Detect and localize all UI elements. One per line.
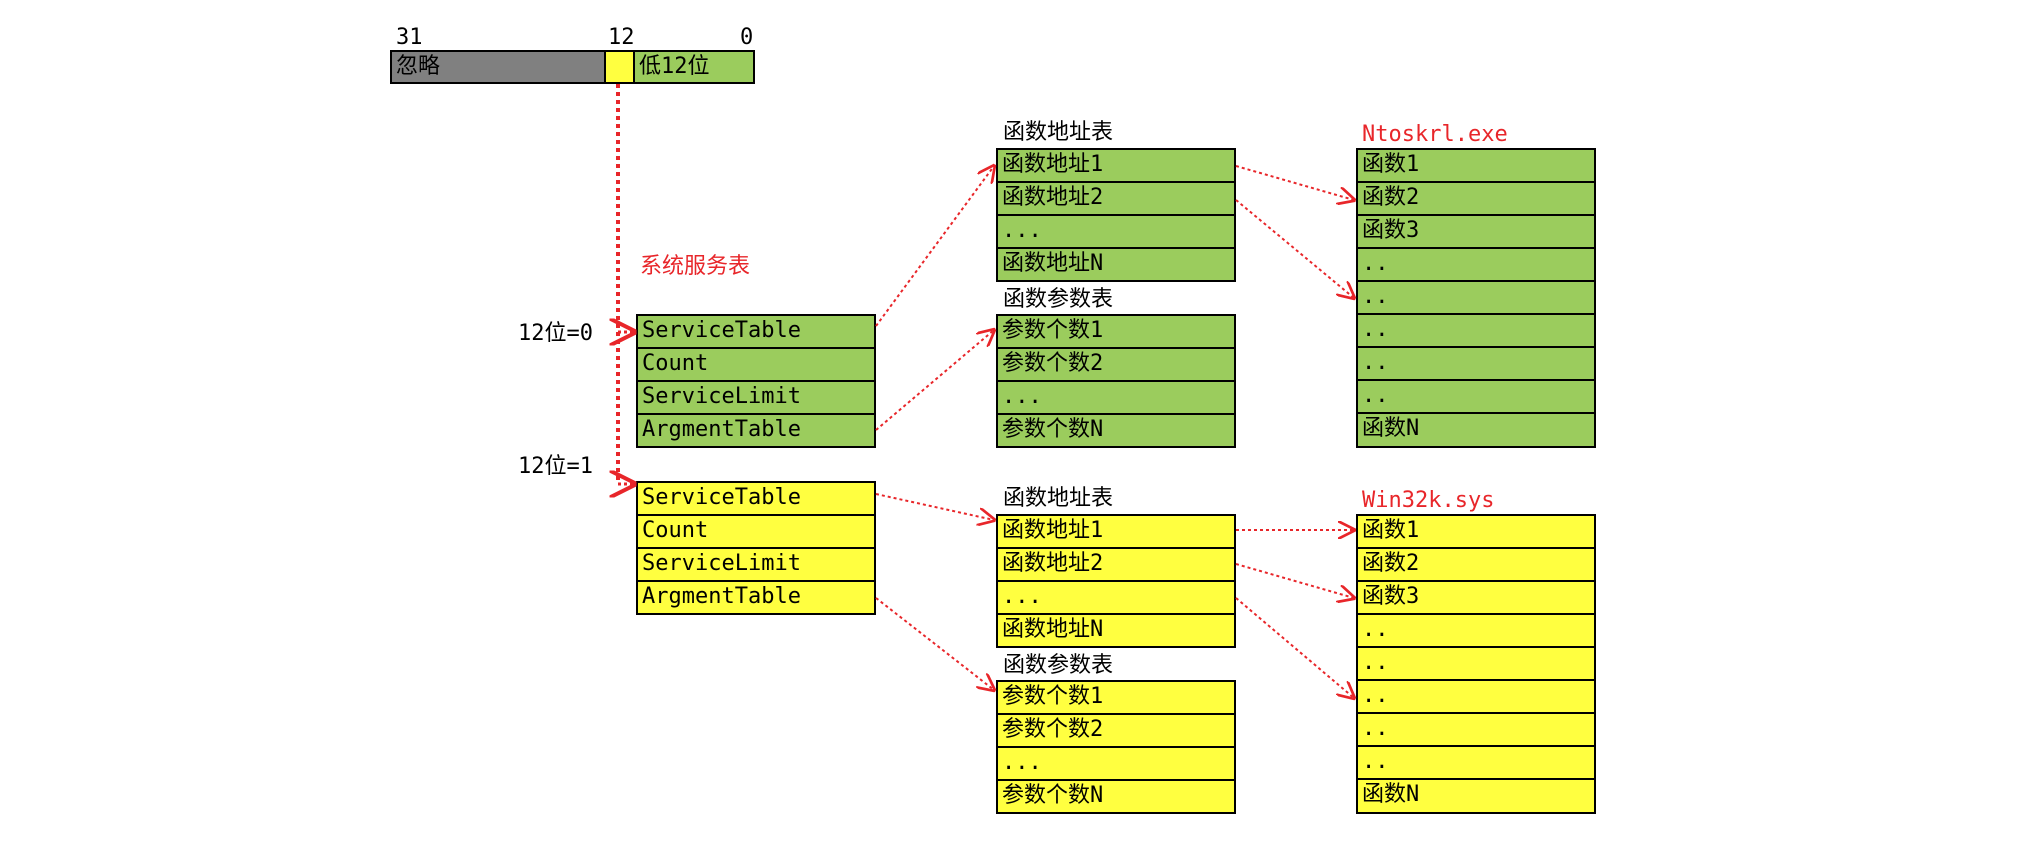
arrow-win32k-func3 — [1235, 597, 1354, 698]
arrow-sst1-argmenttable — [875, 597, 994, 690]
arrow-ntos-func1 — [1235, 165, 1354, 200]
bit-0-label: 0 — [740, 25, 754, 50]
func-addr-table-title-1: 函数地址表 — [1003, 486, 1114, 511]
func-addr-row: 函数地址N — [996, 247, 1236, 282]
arrow-ntos-func2 — [1235, 199, 1354, 298]
sst1-row: ServiceTable — [636, 481, 876, 516]
arrow-sst0-argmenttable — [875, 330, 994, 431]
win32k-title: Win32k.sys — [1362, 488, 1495, 513]
sst0-row: Count — [636, 347, 876, 382]
bit12-eq1-label: 12位=1 — [518, 454, 593, 479]
bit-12-label: 12 — [608, 25, 635, 50]
sst0-row: ServiceTable — [636, 314, 876, 349]
sst0-row: ArgmentTable — [636, 413, 876, 448]
ntoskrl-title: Ntoskrl.exe — [1362, 122, 1508, 147]
param-table-title-1: 函数参数表 — [1003, 653, 1114, 678]
param-row: 参数个数1 — [996, 314, 1236, 349]
ntos-func-row: 函数3 — [1356, 214, 1596, 249]
func-addr-row: 函数地址N — [996, 613, 1236, 648]
bit-12-field — [604, 50, 635, 84]
func-addr-row: ... — [996, 580, 1236, 615]
low-12-bits-field: 低12位 — [633, 50, 755, 84]
sst1-row: ArgmentTable — [636, 580, 876, 615]
sst1-row: Count — [636, 514, 876, 549]
arrow-sst0-servicetable — [875, 166, 994, 327]
win32k-func-row: .. — [1356, 679, 1596, 714]
param-table-title-0: 函数参数表 — [1003, 287, 1114, 312]
func-addr-table-title-0: 函数地址表 — [1003, 120, 1114, 145]
win32k-func-row: .. — [1356, 712, 1596, 747]
func-addr-row: ... — [996, 214, 1236, 249]
bit12-eq0-label: 12位=0 — [518, 321, 593, 346]
arrow-sst1-servicetable — [875, 493, 994, 520]
func-addr-row: 函数地址1 — [996, 148, 1236, 183]
bit-31-label: 31 — [396, 25, 423, 50]
param-row: ... — [996, 380, 1236, 415]
param-row: 参数个数2 — [996, 713, 1236, 748]
service-table-title: 系统服务表 — [640, 254, 751, 279]
param-row: 参数个数N — [996, 413, 1236, 448]
func-addr-row: 函数地址1 — [996, 514, 1236, 549]
win32k-func-row: 函数N — [1356, 778, 1596, 814]
ignored-bits-field: 忽略 — [390, 50, 606, 84]
arrow-win32k-func2 — [1235, 563, 1354, 598]
win32k-func-row: .. — [1356, 646, 1596, 681]
param-row: ... — [996, 746, 1236, 781]
ntos-func-row: 函数N — [1356, 412, 1596, 448]
ntos-func-row: 函数1 — [1356, 148, 1596, 183]
param-row: 参数个数N — [996, 779, 1236, 814]
